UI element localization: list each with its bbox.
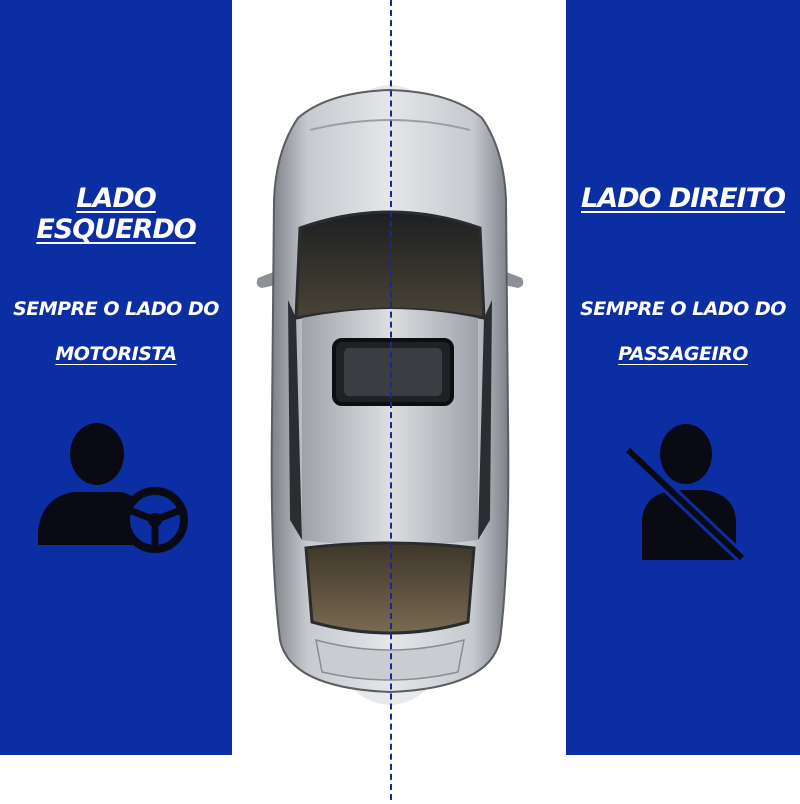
center-divider-line: [390, 0, 392, 800]
left-side-line1: SEMPRE O LADO DO: [13, 298, 219, 320]
car-top-view: [232, 0, 566, 800]
left-side-title: LADO ESQUERDO: [36, 183, 196, 245]
driver-with-steering-wheel-icon: [33, 420, 193, 560]
left-side-line2: MOTORISTA: [55, 343, 177, 365]
right-side-line2: PASSAGEIRO: [618, 343, 748, 365]
right-side-panel: LADO DIREITO SEMPRE O LADO DO PASSAGEIRO: [566, 0, 800, 755]
right-side-title: LADO DIREITO: [581, 183, 786, 214]
passenger-seatbelt-icon: [622, 420, 747, 565]
left-side-panel: LADO ESQUERDO SEMPRE O LADO DO MOTORISTA: [0, 0, 232, 755]
right-side-line1: SEMPRE O LADO DO: [580, 298, 786, 320]
